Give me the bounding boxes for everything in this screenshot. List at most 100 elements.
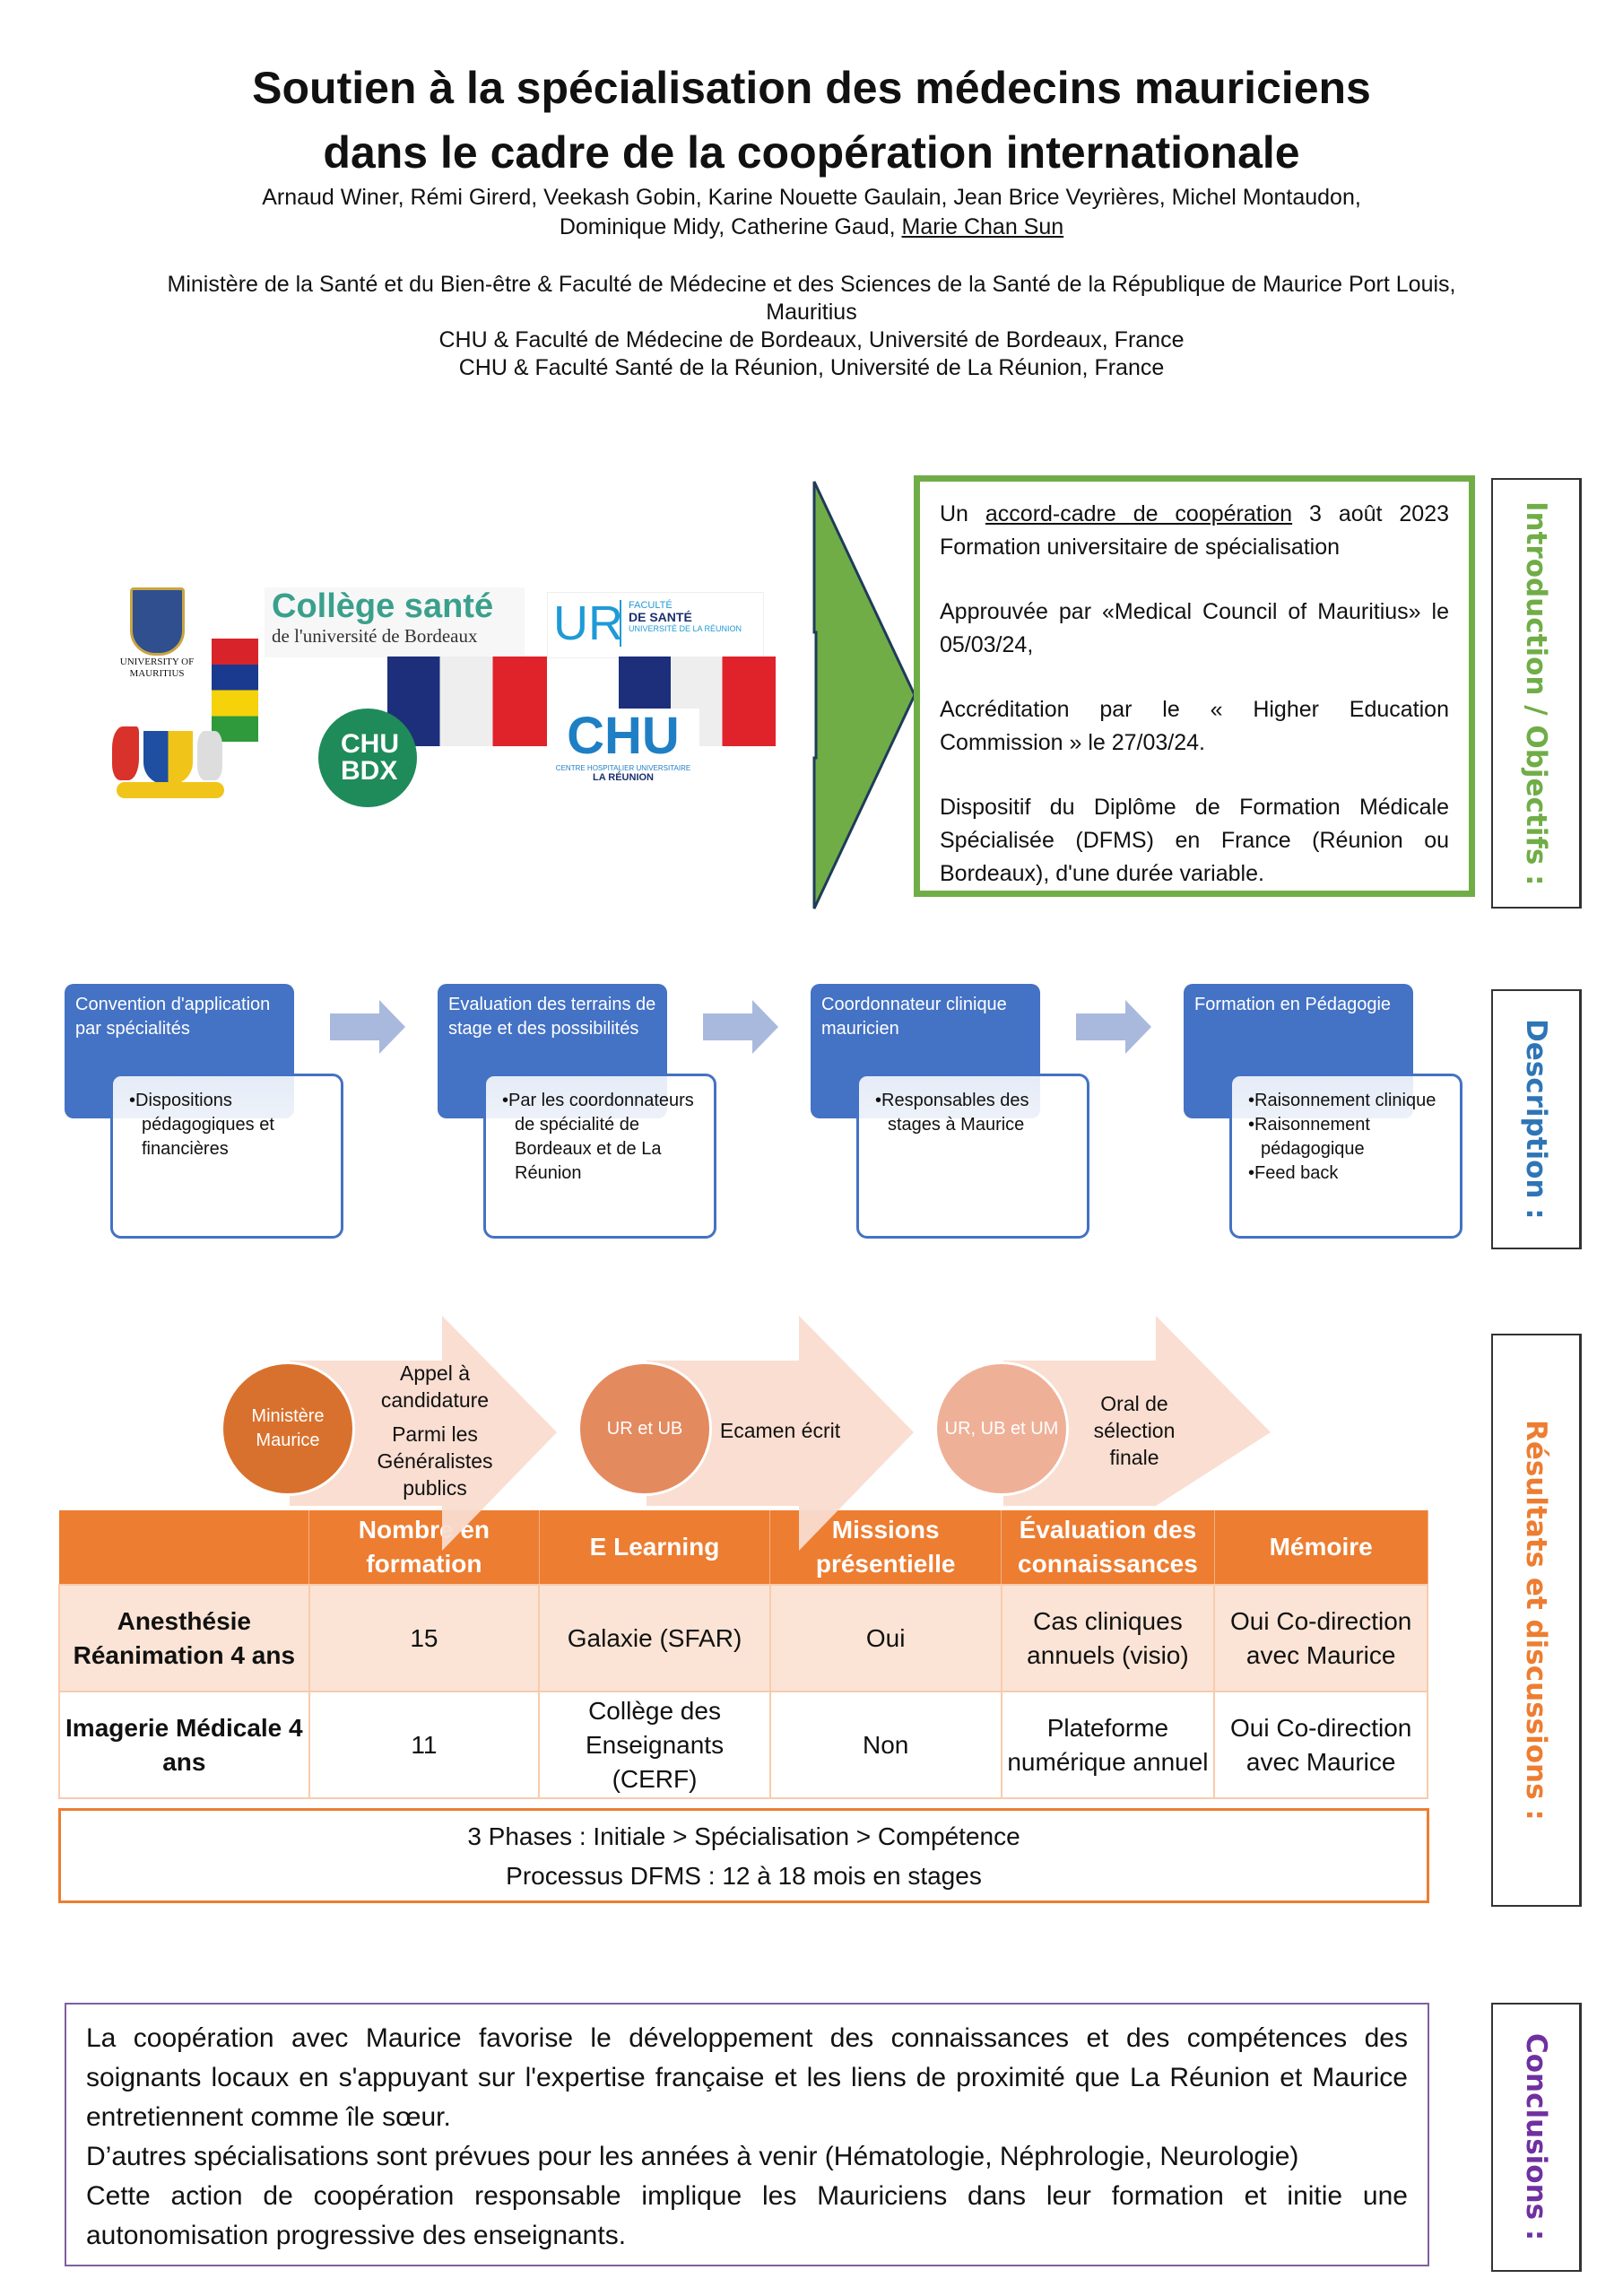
conclusions-section-label: Conclusions :	[1491, 2003, 1582, 2272]
table-cell: Oui Co-direction avec Maurice	[1213, 1691, 1428, 1799]
process-arrow-shape	[290, 1316, 557, 1551]
results-table: Nombre en formation E Learning Missions …	[58, 1510, 1428, 1799]
intro-text: 3 août 2023 Formation universitaire de s…	[940, 501, 1450, 560]
bullet: •Responsables des stages à Maurice	[875, 1091, 1029, 1135]
affiliation: CHU & Faculté de Médecine de Bordeaux, U…	[438, 327, 1185, 352]
ur-text: UR	[553, 596, 623, 650]
process-step-text: Appel à candidature Parmi les Généralist…	[350, 1354, 520, 1507]
conclusion-paragraph: Cette action de coopération responsable …	[86, 2181, 1408, 2250]
table-cell: Cas cliniques annuels (visio)	[1000, 1584, 1216, 1692]
flow-arrow-icon	[330, 1000, 405, 1054]
dfms-process-line: Processus DFMS : 12 à 18 mois en stages	[506, 1862, 982, 1890]
affiliations: Ministère de la Santé et du Bien-être & …	[161, 271, 1462, 382]
ur-sub-2: DE SANTÉ	[629, 610, 692, 624]
description-label-text: Description :	[1520, 1019, 1552, 1220]
mauritius-flag-icon	[212, 639, 258, 742]
phases-line: 3 Phases : Initiale > Spécialisation > C…	[467, 1822, 1020, 1850]
ur-faculte-sante-logo: UR FACULTÉ DE SANTÉ UNIVERSITÉ DE LA RÉU…	[547, 592, 764, 658]
step-detail-box: •Responsables des stages à Maurice	[856, 1074, 1089, 1239]
authors: Arnaud Winer, Rémi Girerd, Veekash Gobin…	[161, 183, 1462, 242]
france-flag-icon	[387, 657, 547, 746]
intro-paragraph: Approuvée par «Medical Council of Maurit…	[940, 599, 1449, 657]
table-cell: Plateforme numérique annuel	[1000, 1691, 1216, 1799]
table-row: Anesthésie Réanimation 4 ans 15 Galaxie …	[58, 1584, 1428, 1692]
ur-sub-1: FACULTÉ	[629, 600, 673, 611]
step-detail-box: •Par les coordonnateurs de spécialité de…	[483, 1074, 716, 1239]
actor-circle: UR, UB et UM	[934, 1361, 1069, 1496]
table-cell: Anesthésie Réanimation 4 ans	[58, 1584, 310, 1692]
column-header	[59, 1510, 310, 1585]
results-section-label: Résultats et discussions :	[1491, 1334, 1582, 1907]
accord-cadre-link: accord-cadre de coopération	[985, 501, 1293, 526]
table-cell: Collège des Enseignants (CERF)	[538, 1691, 771, 1799]
bullet: •Feed back	[1248, 1163, 1339, 1183]
affiliation: Ministère de la Santé et du Bien-être & …	[167, 272, 1456, 325]
intro-label-text: Introduction / Objectifs :	[1520, 500, 1552, 886]
column-header: Évaluation des connaissances	[1001, 1510, 1215, 1585]
bullet: •Raisonnement clinique	[1248, 1091, 1436, 1110]
table-cell: Oui	[768, 1584, 1002, 1692]
bullet: •Raisonnement pédagogique	[1248, 1115, 1370, 1159]
conclusions-label-text: Conclusions :	[1520, 2033, 1552, 2241]
step-detail-box: •Raisonnement clinique •Raisonnement péd…	[1229, 1074, 1462, 1239]
column-header: E Learning	[539, 1510, 771, 1585]
step-detail-box: •Dispositions pédagogiques et financière…	[110, 1074, 343, 1239]
intro-section-label: Introduction / Objectifs :	[1491, 478, 1582, 909]
ur-sub-3: UNIVERSITÉ DE LA RÉUNION	[629, 624, 742, 633]
conclusions-box: La coopération avec Maurice favorise le …	[65, 2003, 1429, 2266]
intro-paragraph: Dispositif du Diplôme de Formation Médic…	[940, 795, 1449, 886]
process-arrow-shape	[647, 1316, 914, 1551]
authors-plain: Dominique Midy, Catherine Gaud,	[559, 214, 902, 239]
flow-arrow-icon	[1076, 1000, 1151, 1054]
column-header: Nombre en formation	[308, 1510, 540, 1585]
chu-bdx-logo: CHU BDX	[318, 709, 417, 807]
phases-box: 3 Phases : Initiale > Spécialisation > C…	[58, 1808, 1429, 1903]
process-arrow-shape	[1003, 1316, 1271, 1506]
process-line: Ecamen écrit	[719, 1419, 841, 1442]
process-line: Parmi les Généralistes publics	[377, 1422, 493, 1500]
process-line: Oral de sélection finale	[1093, 1392, 1176, 1469]
college-sante-title: Collège santé	[272, 587, 494, 625]
authors-line-1: Arnaud Winer, Rémi Girerd, Veekash Gobin…	[262, 185, 1361, 210]
process-line: Appel à candidature	[380, 1361, 490, 1412]
affiliation: CHU & Faculté Santé de la Réunion, Unive…	[458, 355, 1165, 380]
chu-reunion-sub: CENTRE HOSPITALIER UNIVERSITAIRE	[555, 764, 691, 772]
chu-bdx-text: CHU BDX	[341, 729, 399, 786]
green-arrow-shape	[812, 481, 916, 909]
table-cell: 11	[308, 1691, 541, 1799]
authors-line-2: Dominique Midy, Catherine Gaud, Marie Ch…	[161, 213, 1462, 242]
poster-title: Soutien à la spécialisation des médecins…	[0, 56, 1623, 185]
results-label-text: Résultats et discussions :	[1520, 1420, 1552, 1821]
flow-arrow-icon	[703, 1000, 778, 1054]
table-cell: Non	[768, 1691, 1002, 1799]
title-line-1: Soutien à la spécialisation des médecins…	[252, 63, 1371, 113]
conclusion-paragraph: La coopération avec Maurice favorise le …	[86, 2023, 1408, 2132]
conclusion-paragraph: D’autres spécialisations sont prévues po…	[86, 2142, 1299, 2171]
actor-circle: Ministère Maurice	[221, 1361, 355, 1496]
process-step-text: Oral de sélection finale	[1076, 1354, 1193, 1507]
table-row: Imagerie Médicale 4 ans 11 Collège des E…	[58, 1691, 1428, 1799]
logos-area: UNIVERSITY OF MAURITIUS Collège santé de…	[99, 583, 780, 816]
corresponding-author: Marie Chan Sun	[901, 214, 1064, 239]
process-step-text: Ecamen écrit	[717, 1354, 843, 1507]
intro-box: Un accord-cadre de coopération 3 août 20…	[914, 475, 1475, 897]
title-line-2: dans le cadre de la coopération internat…	[323, 127, 1300, 178]
actor-circle: UR et UB	[577, 1361, 712, 1496]
chu-reunion-sub2: LA RÉUNION	[592, 772, 655, 783]
bullet: •Par les coordonnateurs de spécialité de…	[502, 1091, 694, 1183]
intro-paragraph: Accréditation par le « Higher Education …	[940, 697, 1449, 755]
bullet: •Dispositions pédagogiques et financière…	[129, 1091, 274, 1159]
chu-reunion-logo: CHU CENTRE HOSPITALIER UNIVERSITAIRE LA …	[547, 709, 699, 798]
column-header: Mémoire	[1214, 1510, 1428, 1585]
intro-text: Un	[940, 501, 985, 526]
table-cell: 15	[308, 1584, 541, 1692]
table-cell: Oui Co-direction avec Maurice	[1213, 1584, 1428, 1692]
mauritius-coat-of-arms-icon	[103, 718, 238, 807]
uom-crest-icon	[130, 587, 185, 656]
uom-logo-text: UNIVERSITY OF MAURITIUS	[112, 657, 202, 680]
chu-reunion-text: CHU	[567, 707, 680, 765]
college-sante-logo: Collège santé de l'université de Bordeau…	[265, 587, 525, 657]
table-cell: Galaxie (SFAR)	[538, 1584, 771, 1692]
intro-paragraph: Un accord-cadre de coopération 3 août 20…	[940, 498, 1449, 564]
college-sante-subtitle: de l'université de Bordeaux	[272, 625, 478, 647]
